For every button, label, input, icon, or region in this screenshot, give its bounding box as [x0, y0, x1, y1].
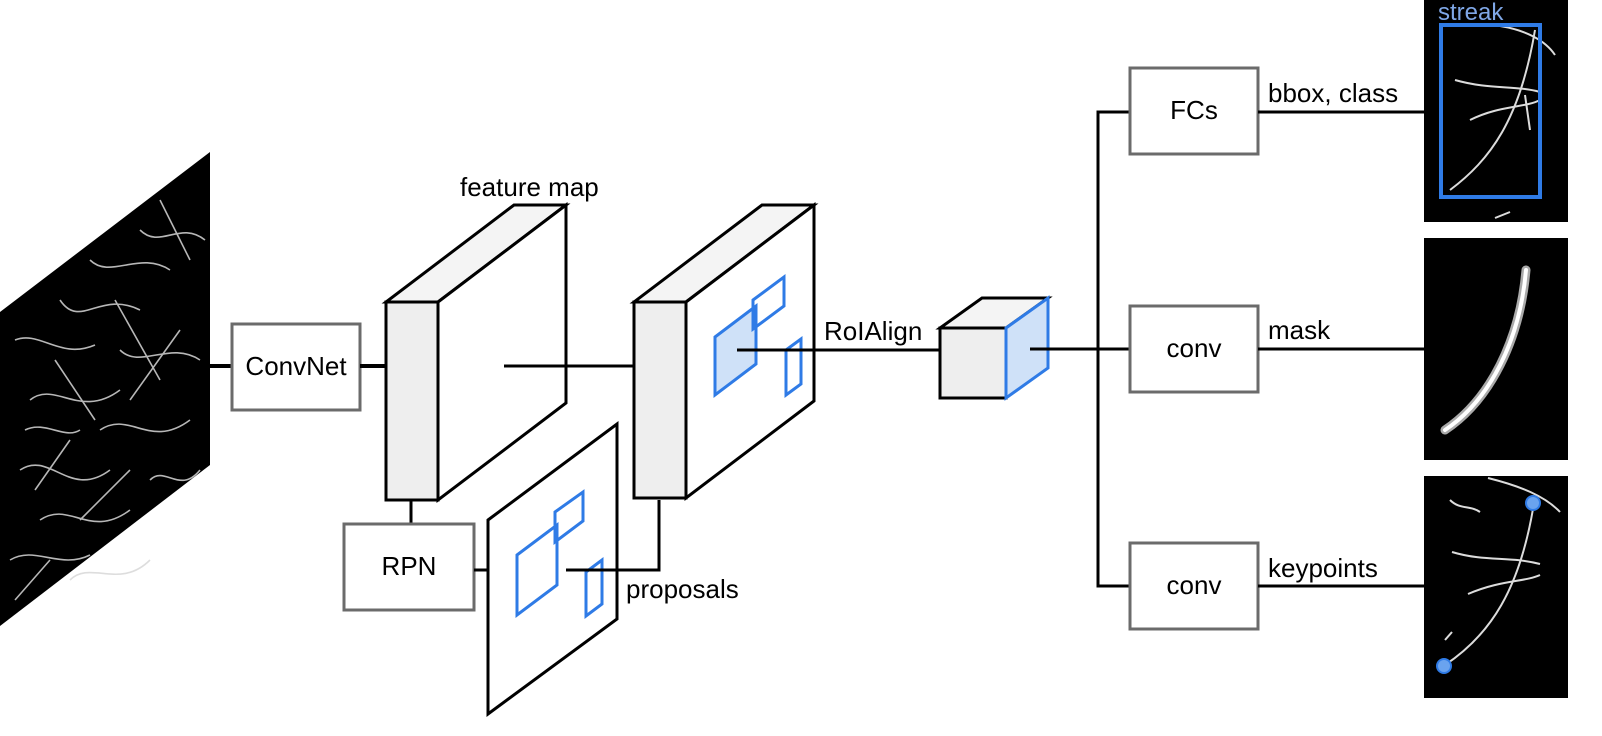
proposals-label: proposals — [626, 574, 739, 604]
mask-label: mask — [1268, 315, 1331, 345]
conv-mask-label: conv — [1167, 333, 1222, 363]
conv-keypoints-box: conv — [1128, 541, 1260, 631]
rpn-label: RPN — [382, 551, 437, 581]
output-mask-image — [1424, 238, 1568, 460]
output-keypoints-image — [1424, 476, 1568, 698]
keypoints-label: keypoints — [1268, 553, 1378, 583]
convnet-label: ConvNet — [245, 351, 347, 381]
input-image — [0, 152, 210, 626]
keypoint-top-icon — [1525, 495, 1541, 511]
roialign-label: RoIAlign — [824, 316, 922, 346]
output-bbox-image: streak — [1424, 0, 1568, 222]
conv-mask-box: conv — [1128, 304, 1260, 394]
feature-map-block — [381, 201, 571, 504]
convnet-box: ConvNet — [230, 322, 362, 412]
keypoint-bottom-icon — [1436, 658, 1452, 674]
roi-feature-cube — [935, 295, 1053, 401]
rpn-box: RPN — [342, 522, 476, 612]
streak-label: streak — [1438, 0, 1504, 26]
proposals-plane — [486, 421, 619, 717]
conv-keypoints-label: conv — [1167, 570, 1222, 600]
fcs-label: FCs — [1170, 95, 1218, 125]
fcs-box: FCs — [1128, 66, 1260, 156]
bbox-class-label: bbox, class — [1268, 78, 1398, 108]
feature-map-label: feature map — [460, 172, 599, 202]
